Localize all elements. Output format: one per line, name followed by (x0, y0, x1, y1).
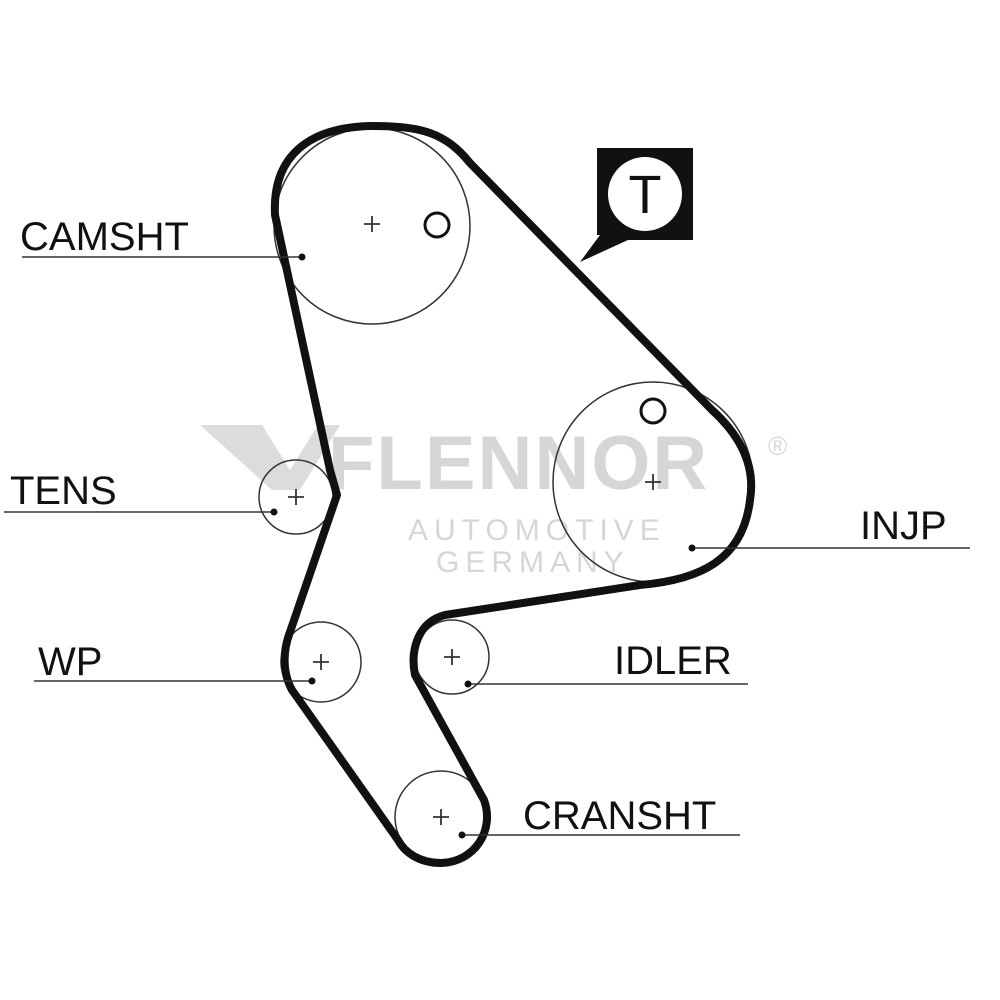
water-pump-center-icon (313, 654, 329, 670)
leader-dots (270, 253, 696, 839)
idler-label: IDLER (614, 639, 732, 683)
pulley-centers (288, 216, 661, 825)
watermark-line2: GERMANY (436, 546, 630, 579)
idler-leader-dot (464, 680, 472, 688)
crankshaft-center-icon (433, 809, 449, 825)
injection-pump-leader-dot (688, 544, 696, 552)
leader-lines (4, 256, 970, 836)
tensioner-center-icon (288, 489, 304, 505)
injection-pump-label: INJP (860, 504, 947, 548)
watermark-line1: AUTOMOTIVE (408, 514, 666, 547)
camshaft-center-icon (364, 216, 380, 232)
injection-pump-timing-mark (639, 397, 667, 425)
camshaft-leader-dot (298, 253, 306, 261)
water-pump-label: WP (38, 640, 102, 684)
timing-marker-circle (608, 157, 682, 231)
timing-marker-callout: T (580, 148, 693, 262)
timing-marker-letter: T (629, 165, 662, 225)
watermark-registered: ® (768, 431, 787, 461)
tensioner-label: TENS (10, 469, 117, 513)
watermark-brand: FLENNOR (328, 421, 709, 506)
camshaft-label: CAMSHT (20, 215, 189, 259)
idler-center-icon (444, 649, 460, 665)
crankshaft-leader-dot (458, 831, 466, 839)
watermark: FLENNOR ® AUTOMOTIVE GERMANY (200, 421, 787, 579)
timing-marks (423, 211, 667, 425)
tensioner-leader-dot (270, 508, 278, 516)
timing-belt (270, 122, 756, 867)
injection-pump-center-icon (645, 474, 661, 490)
camshaft-timing-mark (423, 211, 451, 239)
watermark-logo-mark (200, 425, 340, 490)
water-pump-leader-dot (308, 677, 316, 685)
crankshaft-label: CRANSHT (523, 794, 716, 838)
